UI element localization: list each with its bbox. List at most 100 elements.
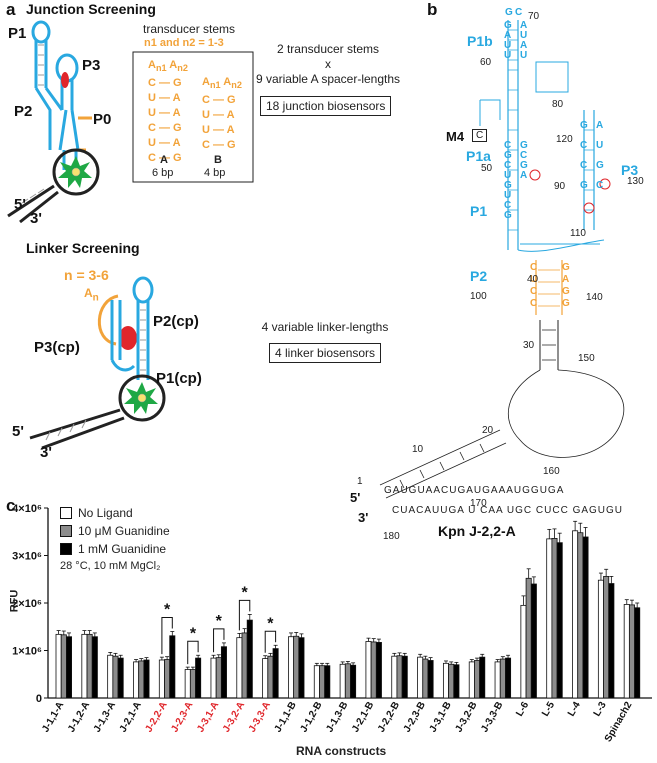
pos-1: 1 [357,476,363,487]
linker-n-range: n = 3-6 [64,267,109,283]
category-label: J-1,3-A [92,700,118,734]
p1-label: P1 [8,25,27,42]
svg-text:G: G [562,298,570,309]
pos-110: 110 [570,228,586,239]
category-label: J-1,1-A [40,700,66,734]
p1a-label: P1a [466,148,491,164]
legend-item-10um: 10 μM Guanidine [60,524,170,538]
svg-text:G: G [580,120,588,131]
m4-box: C [472,129,488,142]
bar [262,658,269,699]
y-tick-label: 1×10⁶ [12,646,42,658]
pos-30: 30 [523,340,535,351]
svg-text:A: A [520,40,527,51]
svg-text:G: G [520,160,528,171]
linker-biosensors-box: 4 linker biosensors [269,343,382,363]
significance-star: * [164,602,171,619]
p3-structure-label: P3 [621,162,639,178]
svg-text:C: C [596,180,603,191]
bar [158,659,165,699]
bar [313,665,320,699]
p0-label: P0 [93,111,112,128]
bar [184,669,191,699]
inset-title: transducer stems [143,22,236,36]
category-label: L-6 [514,700,531,719]
svg-text:C: C [530,262,537,273]
bar [86,633,93,699]
panel-b-letter: b [427,0,438,19]
linker-screening-title: Linker Screening [26,240,140,256]
svg-text:G: G [504,20,512,31]
p3-label: P3 [82,57,101,74]
category-label: L-3 [592,700,609,719]
bar [623,604,630,699]
bar [468,661,475,699]
bar [81,633,88,699]
pos-170: 170 [470,498,487,509]
svg-text:C: C [580,160,587,171]
svg-text:A: A [596,120,603,131]
category-label: L-5 [540,700,557,719]
bar [210,657,217,699]
linker-schematic [29,276,166,450]
bar [267,655,274,699]
b-three-prime: 3' [358,510,369,525]
seq-bottom-strand: CUACAUUGA U CAA UGC CUCC GAGUGU [392,505,624,516]
svg-text:C: C [530,286,537,297]
svg-text:C: C [504,140,511,151]
p1b-label: P1b [467,33,493,49]
svg-text:G: G [562,286,570,297]
bar [66,636,73,699]
p1-structure-label: P1 [470,203,488,219]
bar [220,646,227,699]
three-prime-end: 3' [30,210,42,227]
bar [133,661,140,699]
y-axis-title: RFU [8,589,21,613]
pos-70: 70 [528,11,540,22]
svg-text:C: C [530,298,537,309]
svg-text:U: U [504,170,511,181]
bar [546,538,553,699]
linker-text: 4 variable linker-lengths [261,320,389,334]
bar [572,530,579,699]
bar [391,655,398,699]
bar [474,660,481,699]
svg-text:G: G [504,150,512,161]
bar [525,577,532,699]
panel-a-letter: a [6,0,16,19]
pos-40: 40 [527,274,539,285]
svg-text:U: U [504,50,511,61]
x-axis-title: RNA constructs [296,744,387,758]
linker-an: An [84,286,99,304]
svg-text:A: A [520,20,527,31]
bar [350,664,357,699]
p1-loop [31,20,51,44]
bar [138,660,145,699]
bar [520,604,527,699]
p1cp-label: P1(cp) [156,370,202,387]
bar [164,659,171,699]
bar [582,536,589,699]
bar [427,660,434,699]
bar [530,583,537,699]
bar [479,656,486,699]
p2-structure-label: P2 [470,268,488,284]
category-label: J-2,2-B [376,700,402,734]
category-label: J-1,3-B [324,700,350,734]
pos-140: 140 [586,292,603,303]
five-prime-end: 5' [14,196,26,213]
svg-text:U: U [520,30,527,41]
svg-text:G: G [562,262,570,273]
svg-text:G: G [505,7,513,18]
stem-b-bp: 4 bp [204,167,226,179]
bar [448,663,455,699]
construct-name: Kpn J-2,2-A [438,523,516,539]
category-label: J-1,2-B [298,700,324,734]
m4-label: M4 [446,129,465,144]
legend-label: 1 mM Guanidine [78,542,167,556]
linker-three-prime: 3' [40,444,52,461]
category-label: J-2,3-A [169,700,195,734]
junction-text-x: x [325,57,331,71]
